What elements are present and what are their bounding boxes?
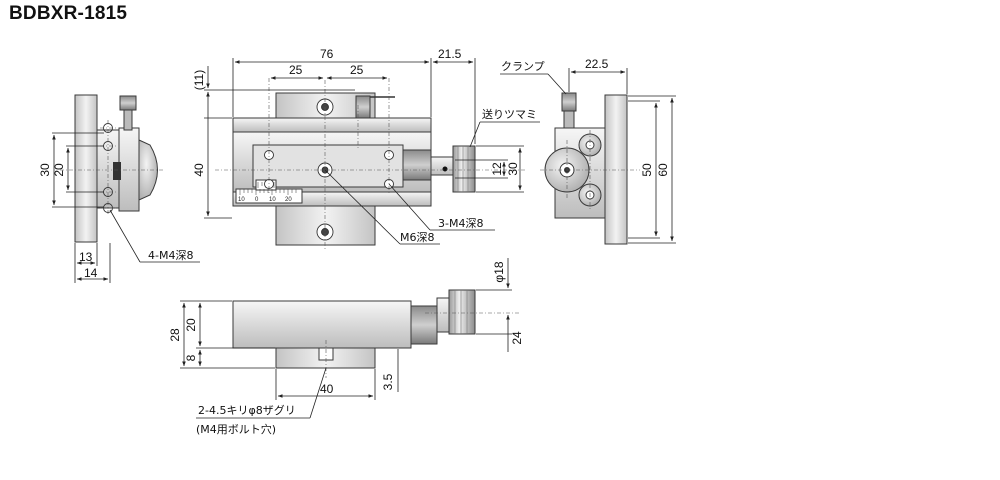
dim-30-front: 30 [506, 162, 520, 176]
label-counterbore-note: (M4用ボルト穴) [196, 422, 276, 436]
left-clamp-stem [123, 109, 133, 131]
label-4-m4-tap: 4-M4深8 [148, 249, 193, 262]
scale-mark: 10 [238, 197, 245, 203]
front-clamp [355, 95, 371, 119]
left-mount-plate [74, 94, 98, 243]
bottom-feed-housing [410, 305, 438, 345]
label-clamp: クランプ [501, 60, 545, 73]
front-view: 10 0 10 20 76 21.5 25 25 [192, 47, 540, 250]
dim-60: 60 [656, 163, 670, 177]
dim-24: 24 [510, 331, 524, 345]
right-side-view: 22.5 50 60 クランプ [500, 57, 676, 245]
dim-11-ref: (11) [192, 70, 206, 90]
left-table-block [118, 127, 140, 212]
dim-13: 13 [79, 250, 93, 264]
scale-mark: 20 [285, 197, 292, 203]
drawing-title: BDBXR-1815 [9, 3, 128, 24]
dim-50: 50 [640, 163, 654, 177]
dim-40-front: 40 [192, 163, 206, 177]
front-top-rail [232, 117, 432, 133]
dim-3-5: 3.5 [381, 373, 395, 390]
bottom-table-body [232, 300, 412, 349]
front-feed-shaft [430, 156, 454, 176]
right-clamp [561, 92, 577, 112]
label-feed-knob: 送りツマミ [482, 107, 537, 121]
label-3-m4-tap: 3-M4深8 [438, 217, 483, 230]
dim-40-bottom: 40 [320, 382, 334, 396]
dim-20-left: 20 [52, 163, 66, 177]
bottom-feed-knob [448, 289, 476, 335]
label-counterbore: 2-4.5キリφ8ザグリ [198, 403, 296, 417]
dim-25-left: 25 [289, 63, 303, 77]
scale-mark: 10 [269, 197, 276, 203]
left-knob-profile [138, 139, 158, 201]
dim-8: 8 [184, 354, 198, 361]
label-m6-tap: M6深8 [400, 231, 435, 244]
feed-indicator [442, 166, 448, 172]
dim-30-left: 30 [38, 163, 52, 177]
dim-14: 14 [84, 266, 98, 280]
scale-mark: 0 [255, 197, 259, 203]
dim-phi-18: φ18 [492, 261, 506, 282]
dim-28: 28 [168, 328, 182, 342]
front-feed-housing [402, 149, 432, 181]
bottom-view: 28 20 8 40 3.5 φ18 24 2-4.5キリφ8ザグリ (M4用ボ… [168, 258, 524, 436]
feed-knob [452, 145, 476, 193]
dim-76: 76 [320, 47, 334, 61]
right-mount-plate [604, 94, 628, 245]
dim-22-5: 22.5 [585, 57, 609, 71]
dim-21-5: 21.5 [438, 47, 462, 61]
dim-20-bottom: 20 [184, 318, 198, 332]
dim-12: 12 [490, 162, 504, 176]
left-clamp-cap [119, 95, 137, 111]
dim-25-right: 25 [350, 63, 364, 77]
left-slot [113, 162, 121, 180]
left-side-view: 30 20 13 14 4-M4深8 [38, 94, 200, 283]
